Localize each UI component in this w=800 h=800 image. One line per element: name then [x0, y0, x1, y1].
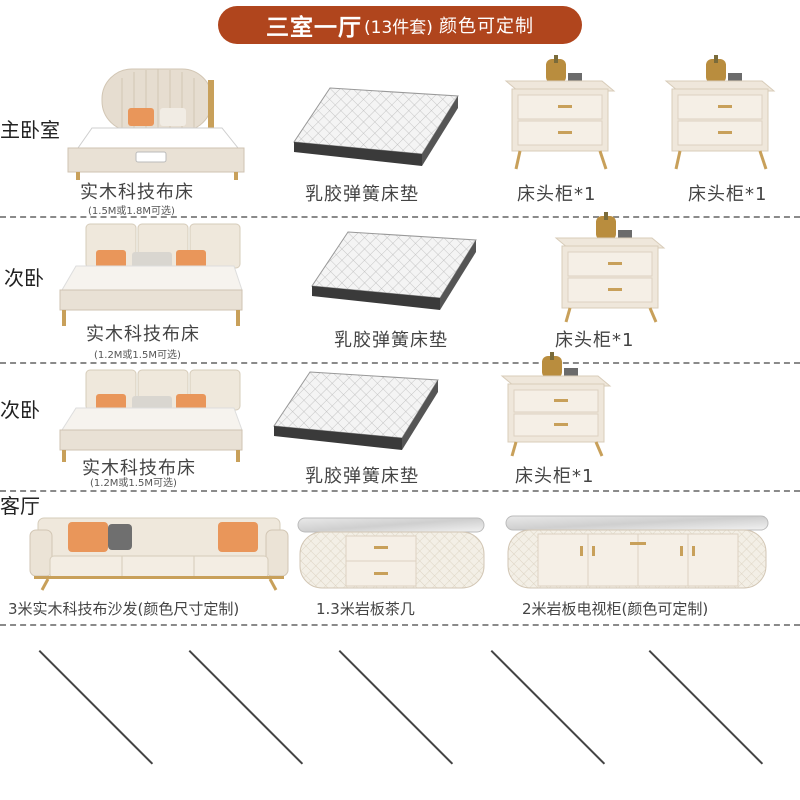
second-bed-size-note: (1.2M或1.5M可选): [94, 350, 181, 361]
header-title-count: (13件套): [364, 17, 433, 38]
living-tea-table-caption: 1.3米岩板茶几: [316, 600, 415, 618]
master-nightstand-2-caption: 床头柜*1: [688, 184, 768, 205]
master-nightstand-1-caption: 床头柜*1: [517, 184, 597, 205]
third-bed-size-note: (1.2M或1.5M可选): [90, 478, 177, 489]
second-nightstand-caption: 床头柜*1: [555, 330, 635, 351]
header-title-tail: 颜色可定制: [438, 16, 534, 37]
master-mattress-caption: 乳胶弹簧床垫: [305, 184, 419, 205]
second-mattress-caption: 乳胶弹簧床垫: [334, 330, 448, 351]
divider-1: [0, 216, 800, 218]
second-bed-caption: 实木科技布床: [86, 324, 200, 345]
living-tv-cabinet-caption: 2米岩板电视柜(颜色可定制): [522, 600, 709, 618]
living-tv-cabinet-image: [505, 515, 769, 589]
living-sofa-caption: 3米实木科技布沙发(颜色尺寸定制): [8, 600, 240, 618]
third-bed-caption: 实木科技布床: [82, 458, 196, 479]
third-nightstand-caption: 床头柜*1: [515, 466, 595, 487]
empty-slot-mark-3: [338, 650, 454, 765]
header-banner: 三室一厅 (13件套) 颜色可定制: [218, 6, 582, 44]
divider-3: [0, 490, 800, 492]
empty-slot-mark-5: [648, 650, 764, 765]
room-label-living: 客厅: [0, 494, 40, 518]
empty-slot-mark-4: [490, 650, 606, 765]
living-tea-table-image: [297, 517, 485, 589]
master-mattress-image: [293, 87, 459, 166]
header-title-main: 三室一厅: [266, 15, 363, 41]
empty-slot-mark-2: [188, 650, 304, 765]
divider-4: [0, 624, 800, 626]
second-mattress-image: [311, 231, 477, 310]
room-label-second: 次卧: [4, 266, 44, 290]
third-bed-image: [59, 369, 243, 462]
room-label-master: 主卧室: [0, 118, 60, 142]
room-label-third: 次卧: [0, 398, 40, 422]
master-bed-image: [67, 68, 245, 180]
master-nightstand-2-image: [664, 55, 776, 170]
master-nightstand-1-image: [504, 55, 616, 170]
divider-2: [0, 362, 800, 364]
empty-slot-mark-1: [38, 650, 154, 765]
third-mattress-caption: 乳胶弹簧床垫: [305, 466, 419, 487]
second-nightstand-image: [554, 212, 666, 323]
third-nightstand-image: [500, 352, 612, 457]
master-bed-size-note: (1.5M或1.8M可选): [88, 206, 175, 217]
second-bed-image: [59, 223, 243, 326]
master-bed-caption: 实木科技布床: [80, 182, 194, 203]
living-sofa-image: [29, 517, 289, 591]
third-mattress-image: [273, 371, 439, 450]
